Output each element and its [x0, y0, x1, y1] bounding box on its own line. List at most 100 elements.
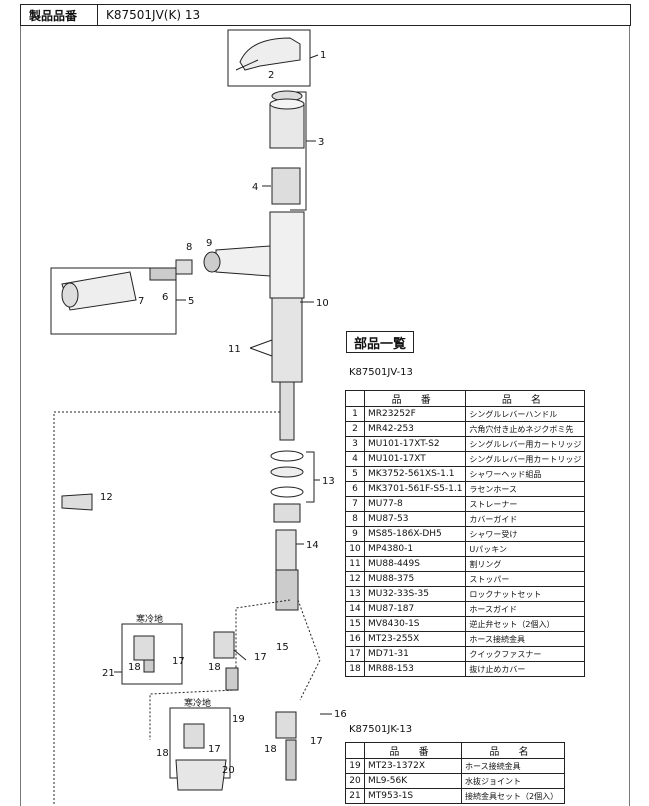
cell-code: MU88-375	[363, 571, 467, 587]
cell-name: 水抜ジョイント	[461, 773, 565, 789]
cell-code: MK3752-561XS-1.1	[363, 466, 467, 482]
product-code-value: K87501JV(K) 13	[106, 8, 201, 22]
cell-code: MD71-31	[363, 646, 467, 662]
cell-no: 6	[345, 481, 365, 497]
cell-code: MU87-53	[363, 511, 467, 527]
callout-10: 10	[316, 298, 329, 309]
cell-name: 抜け止めカバー	[465, 661, 586, 677]
cell-no: 18	[345, 661, 365, 677]
callout-12: 12	[100, 492, 113, 503]
cell-no: 4	[345, 451, 365, 467]
callout-15: 15	[276, 642, 289, 653]
cell-no: 12	[345, 571, 365, 587]
cold-region-label-2: 寒冷地	[184, 697, 211, 709]
cell-name: ホース接続金具	[461, 758, 565, 774]
cell-no: 5	[345, 466, 365, 482]
cell-code: MK3701-561F-S5-1.1	[363, 481, 467, 497]
cell-name: Uパッキン	[465, 541, 586, 557]
callout-11: 11	[228, 344, 241, 355]
col-name: 品 名	[465, 390, 586, 407]
cell-no: 20	[345, 773, 365, 789]
cell-name: ホース接続金具	[465, 631, 586, 647]
left-border	[20, 26, 22, 806]
model-a-label: K87501JV-13	[349, 367, 413, 378]
right-border	[629, 26, 631, 806]
callout-18c: 18	[264, 744, 277, 755]
cell-code: MV8430-1S	[363, 616, 467, 632]
cell-code: MU32-33S-35	[363, 586, 467, 602]
cell-name: シャワーヘッド組品	[465, 466, 586, 482]
cell-name: 六角穴付き止めネジクボミ先	[465, 421, 586, 437]
cell-name: ホースガイド	[465, 601, 586, 617]
callout-18a: 18	[128, 662, 141, 673]
cell-code: MU87-187	[363, 601, 467, 617]
cell-no: 3	[345, 436, 365, 452]
cell-name: シングルレバー用カートリッジ	[465, 451, 586, 467]
cell-no: 19	[345, 758, 365, 774]
callout-9: 9	[206, 238, 212, 249]
callout-16: 16	[334, 709, 347, 720]
cell-name: クイックファスナー	[465, 646, 586, 662]
cell-no: 11	[345, 556, 365, 572]
cell-name: シャワー受け	[465, 526, 586, 542]
callout-14: 14	[306, 540, 319, 551]
cell-code: ML9-56K	[364, 773, 462, 789]
cell-code: MT953-1S	[364, 788, 462, 804]
cell-code: MU101-17XT-S2	[363, 436, 467, 452]
callout-4: 4	[252, 182, 258, 193]
cell-code: MU101-17XT	[363, 451, 467, 467]
cell-name: 接続金具セット（2個入）	[461, 788, 565, 804]
cell-name: カバーガイド	[465, 511, 586, 527]
cell-no: 14	[345, 601, 365, 617]
cell-no: 17	[345, 646, 365, 662]
product-code-header: 製品品番 K87501JV(K) 13	[20, 4, 631, 26]
cell-code: MT23-1372X	[364, 758, 462, 774]
cell-no: 10	[345, 541, 365, 557]
col-no	[345, 390, 365, 407]
col-name: 品 名	[461, 742, 565, 759]
callout-5: 5	[188, 296, 194, 307]
cell-name: シングルレバーハンドル	[465, 406, 586, 422]
cell-name: ロックナットセット	[465, 586, 586, 602]
product-code-label: 製品品番	[21, 5, 98, 25]
callout-3: 3	[318, 137, 324, 148]
cell-name: ストッパー	[465, 571, 586, 587]
callout-2: 2	[268, 70, 274, 81]
callout-17a: 17	[172, 656, 185, 667]
cell-no: 1	[345, 406, 365, 422]
cell-no: 2	[345, 421, 365, 437]
cell-code: MS85-186X-DH5	[363, 526, 467, 542]
cell-no: 13	[345, 586, 365, 602]
cell-no: 16	[345, 631, 365, 647]
cell-code: MU88-449S	[363, 556, 467, 572]
callout-17c: 17	[310, 736, 323, 747]
callout-18b: 18	[208, 662, 221, 673]
callout-1: 1	[320, 50, 326, 61]
callout-21: 21	[102, 668, 115, 679]
callout-20: 20	[222, 765, 235, 776]
cell-no: 9	[345, 526, 365, 542]
table-header-row: 品 番 品 名	[345, 742, 565, 759]
callout-8: 8	[186, 242, 192, 253]
cell-no: 21	[345, 788, 365, 804]
callout-17b: 17	[254, 652, 267, 663]
cell-name: 割リング	[465, 556, 586, 572]
